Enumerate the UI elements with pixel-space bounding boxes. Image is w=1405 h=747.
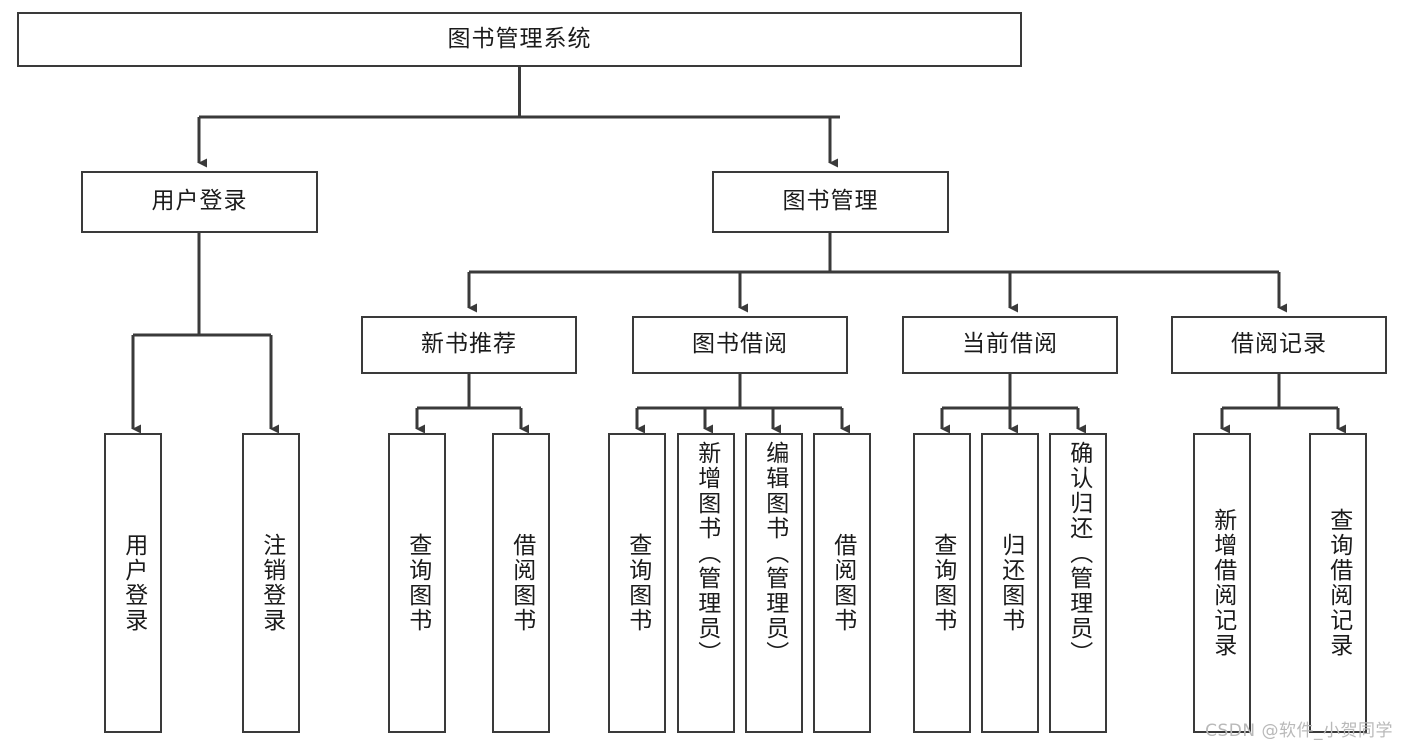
node-label: 图书管理系统 (447, 25, 592, 52)
node-label: 查询借阅记录 (1325, 508, 1352, 658)
node-label: 确认归还（管理员） (1065, 441, 1092, 666)
node-leaf-add-record[interactable]: 新增借阅记录 (1193, 433, 1251, 733)
node-label: 当前借阅 (962, 331, 1058, 358)
node-label: 新书推荐 (421, 331, 517, 358)
node-label: 用户登录 (151, 188, 248, 215)
node-label: 查询图书 (404, 533, 431, 633)
node-new-book-recommend[interactable]: 新书推荐 (361, 316, 577, 374)
node-root-book-management-system[interactable]: 图书管理系统 (17, 12, 1022, 67)
node-leaf-add-book[interactable]: 新增图书（管理员） (677, 433, 735, 733)
node-label: 用户登录 (120, 533, 147, 633)
node-label: 借阅图书 (829, 533, 856, 633)
node-leaf-user-login[interactable]: 用户登录 (104, 433, 162, 733)
node-label: 图书管理 (782, 188, 879, 215)
node-label: 查询图书 (624, 533, 651, 633)
node-leaf-return-book[interactable]: 归还图书 (981, 433, 1039, 733)
node-label: 借阅记录 (1231, 331, 1327, 358)
node-leaf-query-record[interactable]: 查询借阅记录 (1309, 433, 1367, 733)
node-current-borrow[interactable]: 当前借阅 (902, 316, 1118, 374)
node-leaf-confirm-return[interactable]: 确认归还（管理员） (1049, 433, 1107, 733)
node-leaf-borrow-book-1[interactable]: 借阅图书 (492, 433, 550, 733)
node-leaf-logout-login[interactable]: 注销登录 (242, 433, 300, 733)
node-label: 注销登录 (258, 533, 285, 633)
node-label: 借阅图书 (508, 533, 535, 633)
node-label: 查询图书 (929, 533, 956, 633)
node-label: 新增图书（管理员） (693, 441, 720, 666)
node-label: 新增借阅记录 (1209, 508, 1236, 658)
node-book-borrow[interactable]: 图书借阅 (632, 316, 848, 374)
node-label: 图书借阅 (692, 331, 788, 358)
node-label: 归还图书 (997, 533, 1024, 633)
node-user-login[interactable]: 用户登录 (81, 171, 318, 233)
node-leaf-query-book-1[interactable]: 查询图书 (388, 433, 446, 733)
watermark-text: CSDN @软件_小贺同学 (1205, 721, 1393, 741)
node-leaf-borrow-book-2[interactable]: 借阅图书 (813, 433, 871, 733)
node-borrow-record[interactable]: 借阅记录 (1171, 316, 1387, 374)
node-label: 编辑图书（管理员） (761, 441, 788, 666)
node-book-manage[interactable]: 图书管理 (712, 171, 949, 233)
node-leaf-edit-book[interactable]: 编辑图书（管理员） (745, 433, 803, 733)
node-leaf-query-book-3[interactable]: 查询图书 (913, 433, 971, 733)
node-leaf-query-book-2[interactable]: 查询图书 (608, 433, 666, 733)
